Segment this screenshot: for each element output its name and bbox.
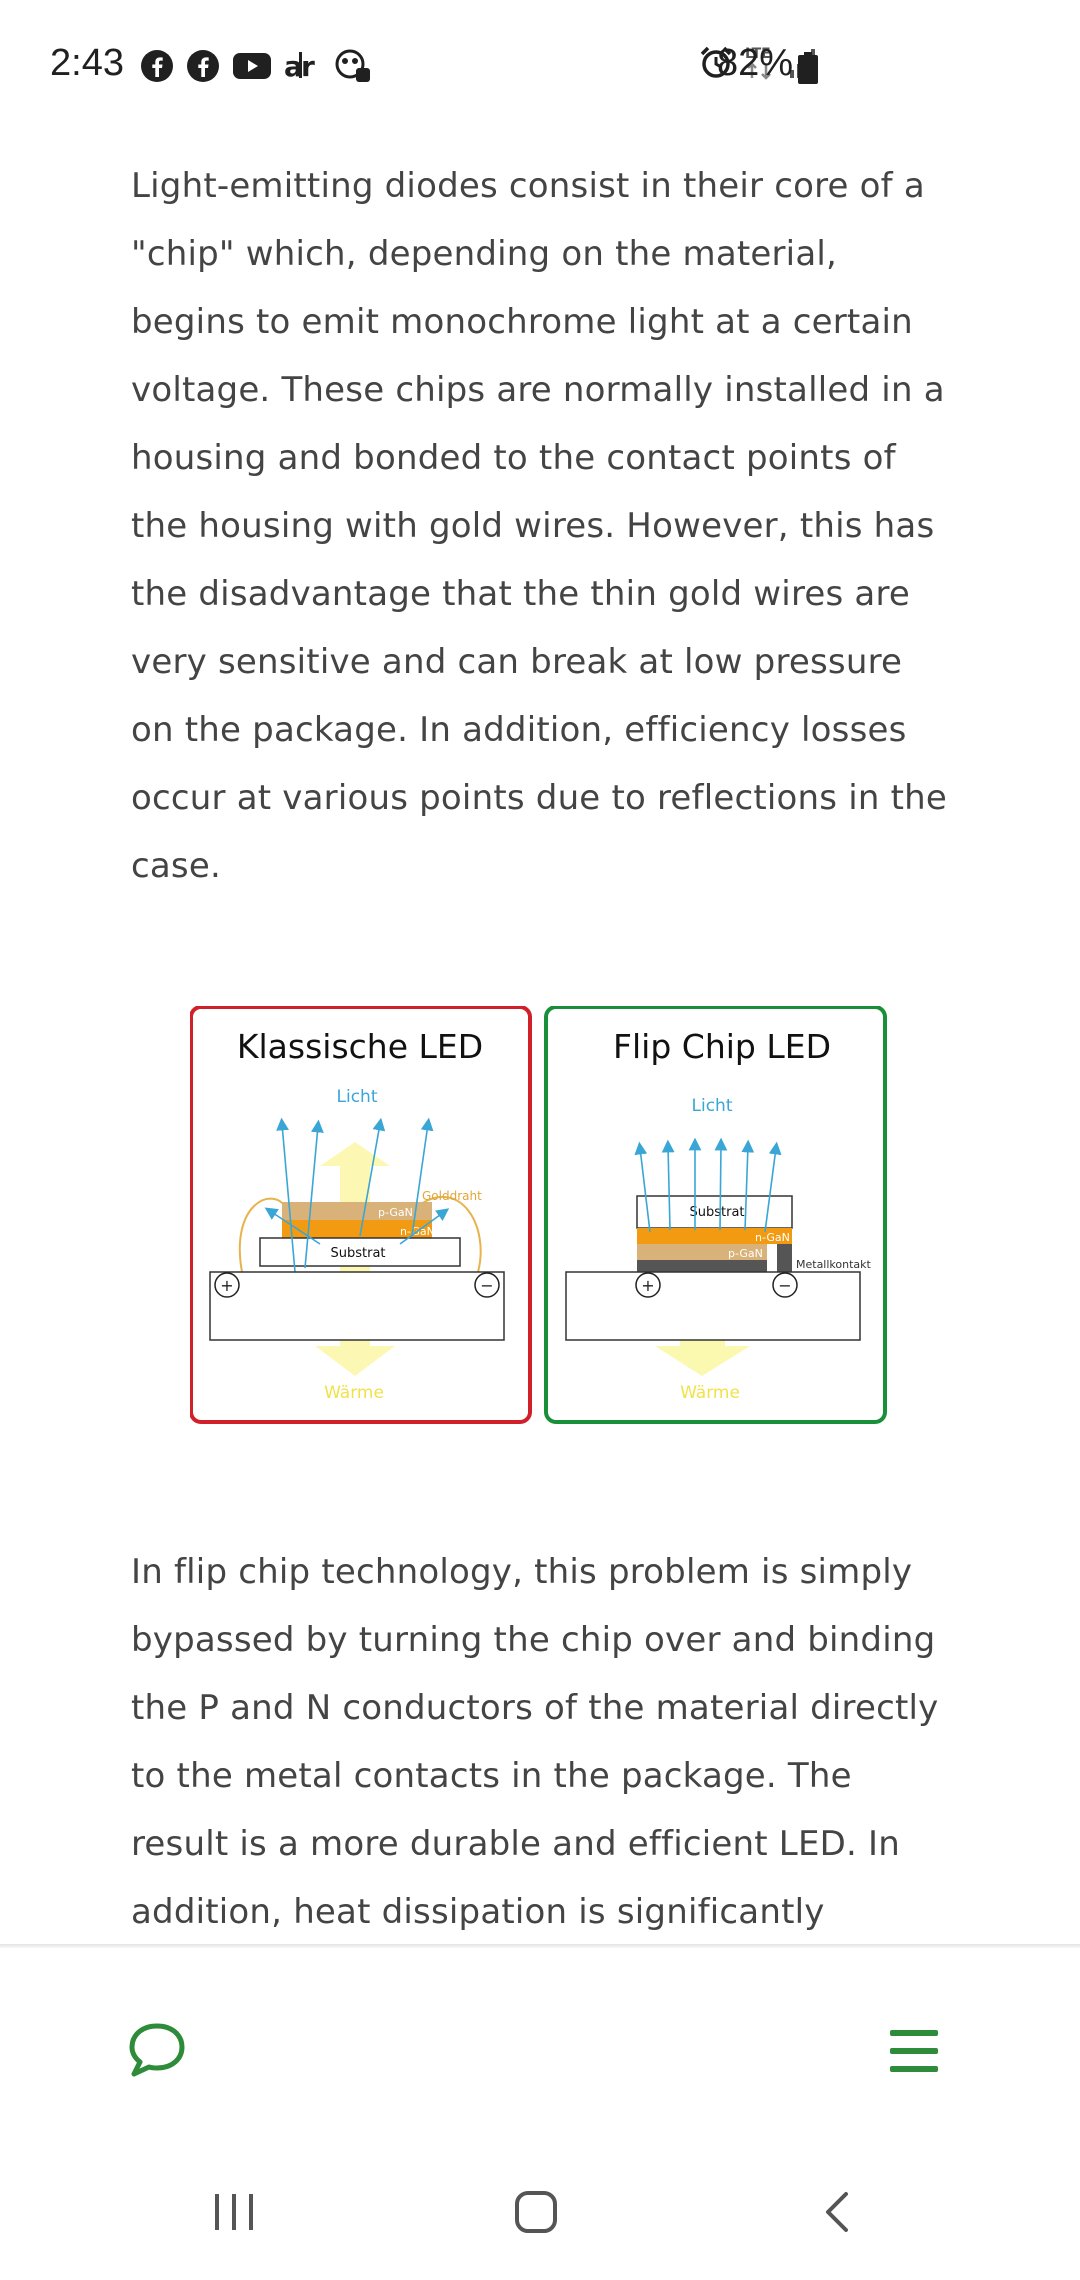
facebook-icon bbox=[187, 50, 219, 82]
system-icons: LTE bbox=[698, 44, 818, 82]
recent-apps-icon[interactable] bbox=[212, 2192, 256, 2232]
flip-plus-terminal bbox=[635, 1272, 661, 1298]
classic-p-label: p-GaN bbox=[378, 1206, 413, 1219]
lte-label: LTE bbox=[745, 46, 771, 62]
home-icon[interactable] bbox=[514, 2190, 558, 2234]
youtube-icon bbox=[233, 53, 271, 79]
flip-minus-label: − bbox=[778, 1276, 791, 1295]
flip-n-label: n-GaN bbox=[755, 1231, 790, 1244]
flip-contact-bar bbox=[637, 1260, 767, 1272]
classic-p-layer bbox=[282, 1202, 432, 1220]
classic-package bbox=[209, 1271, 505, 1341]
flip-light-rays bbox=[634, 1137, 782, 1233]
classic-light-rays bbox=[264, 1117, 450, 1273]
flip-minus-terminal bbox=[772, 1272, 798, 1298]
battery-percent: 82% bbox=[717, 42, 794, 84]
battery-icon bbox=[798, 52, 818, 84]
flip-p-label: p-GaN bbox=[728, 1247, 763, 1260]
metal-contact-label: Metallkontakt bbox=[796, 1258, 872, 1271]
classic-minus-terminal bbox=[474, 1272, 500, 1298]
system-navigation-bar bbox=[0, 2160, 1080, 2280]
classic-n-layer bbox=[282, 1220, 432, 1238]
air-icon: a r bbox=[284, 50, 315, 83]
lte-icon: LTE bbox=[745, 46, 771, 80]
back-icon[interactable] bbox=[822, 2190, 852, 2234]
flip-heat-label: Wärme bbox=[680, 1383, 740, 1403]
alarm-icon bbox=[700, 46, 732, 78]
status-bar: 2:43 a r bbox=[0, 0, 1080, 130]
flip-p-layer bbox=[637, 1244, 767, 1260]
classic-minus-label: − bbox=[480, 1276, 493, 1295]
status-time: 2:43 bbox=[50, 42, 124, 84]
app-icon bbox=[335, 49, 370, 82]
classic-led-title: Klassische LED bbox=[237, 1027, 483, 1066]
article-paragraph-1: Light-emitting diodes consist in their c… bbox=[131, 166, 948, 886]
flip-chip-title: Flip Chip LED bbox=[613, 1027, 831, 1066]
flip-package bbox=[565, 1271, 861, 1341]
classic-heat-label: Wärme bbox=[324, 1383, 384, 1403]
classic-plus-terminal bbox=[214, 1272, 240, 1298]
classic-substrate-label: Substrat bbox=[330, 1246, 385, 1261]
bottom-bar-divider bbox=[0, 1944, 1080, 1948]
svg-text:r: r bbox=[301, 50, 315, 83]
flip-substrate-label: Substrat bbox=[689, 1205, 744, 1220]
led-comparison-diagram: Klassische LED Licht Golddraht p-GaN n-G… bbox=[190, 1006, 887, 1424]
svg-text:a: a bbox=[284, 50, 303, 83]
flip-metal-contact bbox=[777, 1244, 792, 1272]
classic-plus-label: + bbox=[220, 1276, 233, 1295]
classic-led-panel: Klassische LED Licht Golddraht p-GaN n-G… bbox=[190, 1006, 532, 1424]
flip-light-label: Licht bbox=[692, 1096, 733, 1116]
article-paragraph-2: In flip chip technology, this problem is… bbox=[131, 1552, 939, 2000]
facebook-icon bbox=[141, 50, 173, 82]
chat-bubble-icon[interactable] bbox=[126, 2020, 188, 2082]
notification-icons: a r bbox=[140, 48, 372, 84]
flip-chip-led-panel: Flip Chip LED Licht Substrat n-GaN p-GaN… bbox=[544, 1006, 887, 1424]
flip-n-layer bbox=[637, 1228, 792, 1244]
flip-plus-label: + bbox=[641, 1276, 654, 1295]
gold-wire-label: Golddraht bbox=[422, 1189, 482, 1203]
classic-light-label: Licht bbox=[337, 1087, 378, 1107]
hamburger-menu-icon[interactable] bbox=[890, 2028, 938, 2074]
